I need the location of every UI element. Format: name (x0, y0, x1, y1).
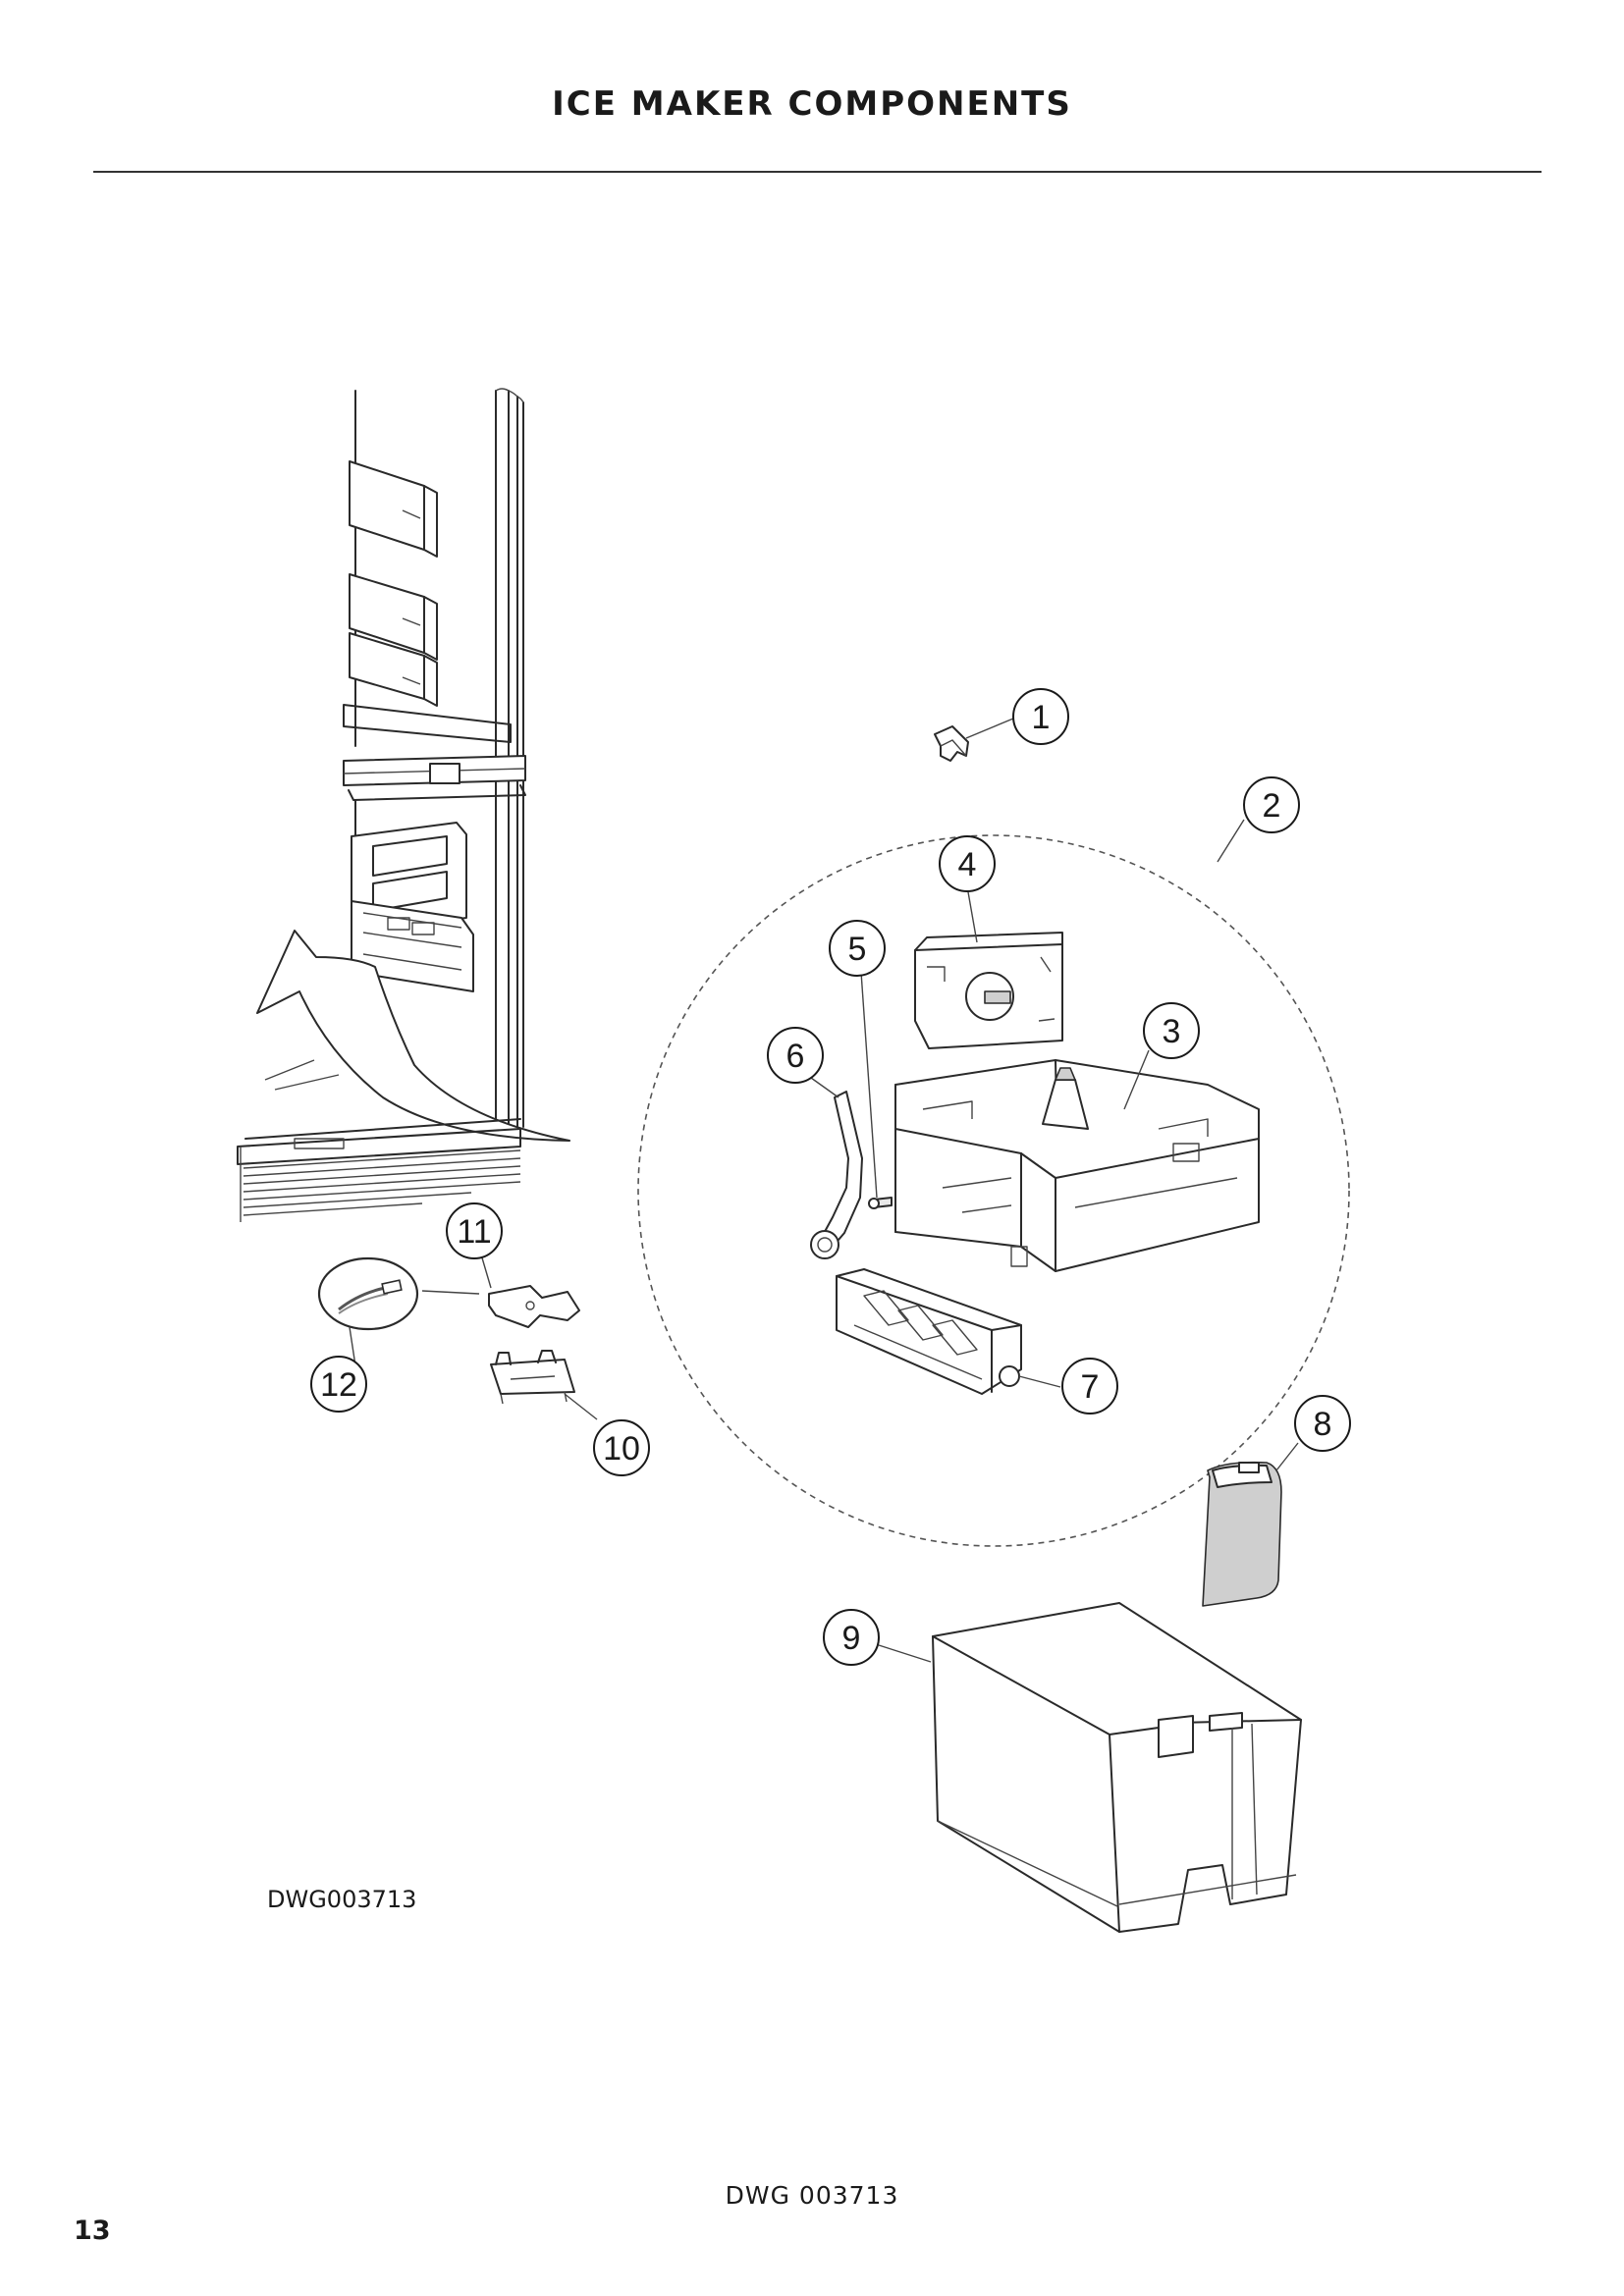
callout-4: 4 (939, 835, 996, 892)
callout-1: 1 (1012, 688, 1069, 745)
drawing-code: DWG003713 (267, 1886, 417, 1913)
part-12-sensor-wire (317, 1256, 419, 1331)
refrigerator-cabinet-illustration (237, 388, 570, 1222)
callout-12-label: 12 (320, 1366, 357, 1404)
callout-9-label: 9 (842, 1620, 861, 1657)
callout-3-label: 3 (1163, 1013, 1181, 1050)
ice-maker-assembly-boundary (637, 834, 1350, 1547)
page-number: 13 (74, 2216, 111, 2246)
callout-6-label: 6 (786, 1038, 805, 1075)
callout-3: 3 (1143, 1002, 1200, 1059)
swing-direction-arrow (256, 930, 570, 1142)
part-8-ice-chute (1202, 1461, 1282, 1607)
door-bins (349, 460, 438, 707)
part-7-ice-mold-tray (836, 1268, 1022, 1395)
callout-12: 12 (310, 1356, 367, 1413)
callout-4-label: 4 (958, 846, 977, 883)
part-11-bracket (488, 1285, 580, 1328)
part-4-control-module (914, 932, 1063, 1049)
callout-8: 8 (1294, 1395, 1351, 1452)
part-10-mounting-bracket (490, 1350, 575, 1405)
callout-10: 10 (593, 1419, 650, 1476)
callout-6: 6 (767, 1027, 824, 1084)
callout-5: 5 (829, 920, 886, 977)
part-5-screw (868, 1197, 893, 1209)
callout-8-label: 8 (1314, 1406, 1332, 1443)
base-grill (237, 1118, 521, 1222)
part-9-ice-bin (932, 1602, 1302, 1933)
callout-7: 7 (1061, 1358, 1118, 1415)
part-1-clip (934, 725, 969, 762)
callout-11: 11 (446, 1202, 503, 1259)
freezer-drawers (351, 822, 474, 992)
part-3-ice-maker-housing (894, 1059, 1260, 1272)
part-6-arm (810, 1091, 863, 1259)
title-divider (93, 171, 1542, 173)
callout-5-label: 5 (848, 931, 867, 968)
callout-2-label: 2 (1263, 787, 1281, 825)
leader-lines (349, 718, 1299, 1663)
callout-9: 9 (823, 1609, 880, 1666)
callout-7-label: 7 (1081, 1368, 1100, 1406)
callout-10-label: 10 (603, 1430, 640, 1468)
callout-1-label: 1 (1032, 699, 1051, 736)
callout-11-label: 11 (457, 1213, 491, 1251)
footer-drawing-code: DWG 003713 (725, 2181, 899, 2210)
callout-2: 2 (1243, 776, 1300, 833)
page-title: ICE MAKER COMPONENTS (552, 84, 1072, 124)
